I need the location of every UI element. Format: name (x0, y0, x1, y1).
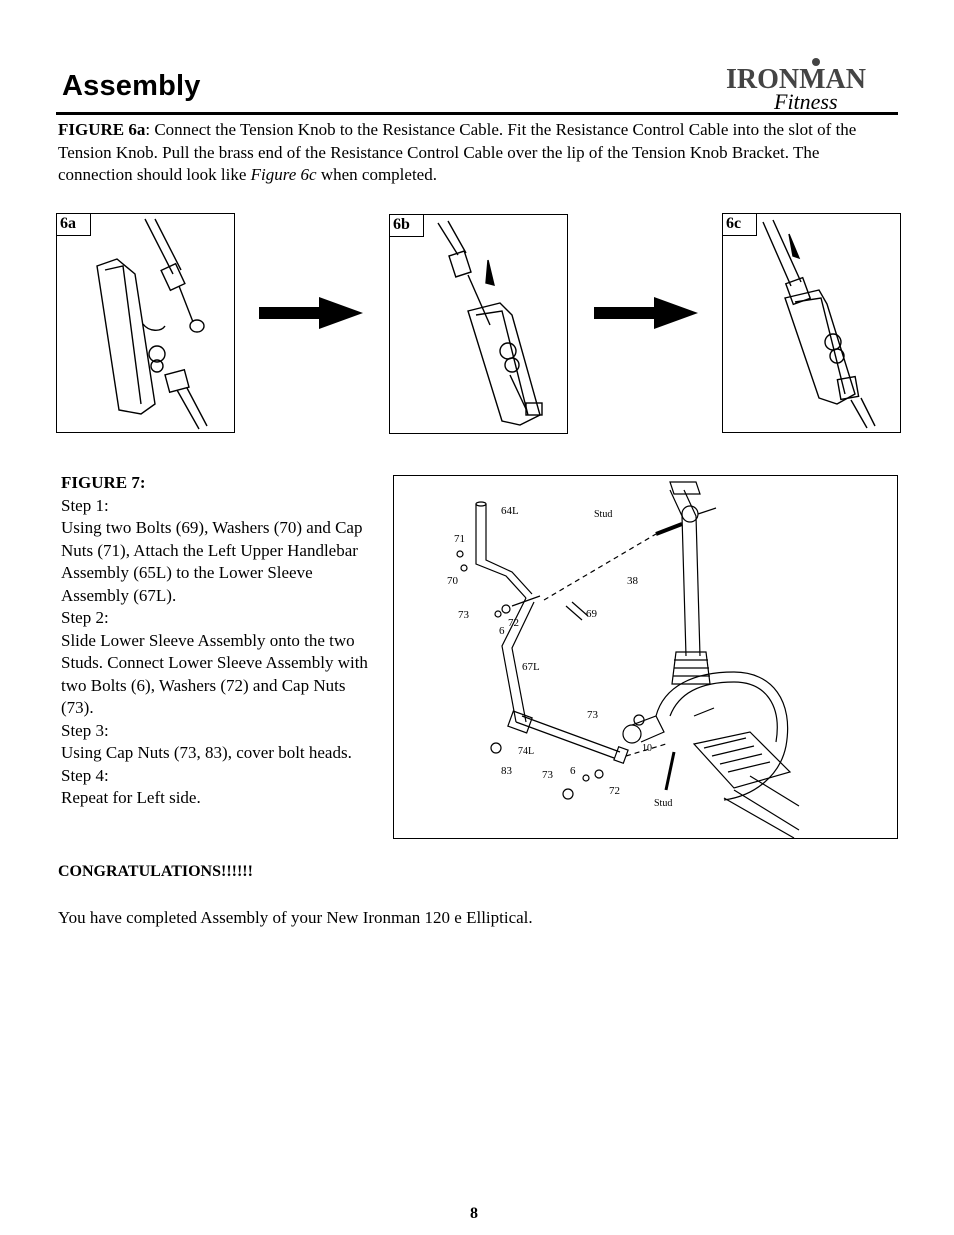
figure-6-instructions: FIGURE 6a: Connect the Tension Knob to t… (58, 119, 898, 187)
figure-7-steps: FIGURE 7: Step 1: Using two Bolts (69), … (61, 472, 381, 810)
callout-72-lower: 72 (609, 785, 620, 797)
completion-message: You have completed Assembly of your New … (58, 908, 533, 927)
callout-71: 71 (454, 533, 465, 545)
figure-6b-illustration (437, 220, 543, 426)
step-3-title: Step 3: (61, 720, 109, 740)
figure-6c-panel-label: 6c (723, 214, 757, 236)
callout-69: 69 (586, 608, 598, 620)
figure-6a-panel-label: 6a (57, 214, 91, 236)
step-4-title: Step 4: (61, 765, 109, 785)
ironman-fitness-logo: IRONMAN Fitness (726, 58, 866, 114)
callout-73-lower: 73 (542, 769, 554, 781)
callout-72-upper: 72 (508, 617, 519, 629)
callout-6-upper: 6 (499, 625, 505, 637)
callout-6-lower: 6 (570, 765, 576, 777)
callout-83: 83 (501, 765, 513, 777)
svg-text:Fitness: Fitness (773, 89, 838, 114)
intro-text-2: when completed. (316, 165, 437, 184)
step-3-text: Using Cap Nuts (73, 83), cover bolt head… (61, 743, 352, 762)
step-2-text: Slide Lower Sleeve Assembly onto the two… (61, 630, 368, 718)
arrow-right-icon (594, 297, 698, 329)
header-rule (56, 112, 898, 115)
figure-6a-illustration (96, 218, 208, 430)
figure-6b-panel-label: 6b (390, 215, 424, 237)
callout-73-upper: 73 (458, 609, 470, 621)
step-1-text: Using two Bolts (69), Washers (70) and C… (61, 518, 363, 605)
callout-10: 10 (642, 743, 652, 754)
callout-67L: 67L (522, 661, 540, 673)
step-2-title: Step 2: (61, 608, 109, 627)
figure-6b-panel: 6b (389, 214, 568, 434)
congratulations-heading: CONGRATULATIONS!!!!!! (58, 863, 253, 880)
figure-6c-reference: Figure 6c (250, 165, 317, 184)
step-1-title: Step 1: (61, 495, 109, 515)
figure-6c-panel: 6c (722, 213, 901, 433)
figure-6c-illustration (762, 219, 876, 429)
callout-38: 38 (627, 575, 639, 587)
intro-text-1: : Connect the Tension Knob to the Resist… (58, 120, 857, 184)
callout-stud-bottom: Stud (654, 798, 672, 809)
figure-6a-panel: 6a (56, 213, 235, 433)
figure-7-diagram: 64L Stud 71 70 38 73 69 6 72 67L 73 74L … (393, 475, 898, 839)
page-number: 8 (470, 1205, 478, 1222)
callout-stud-top: Stud (594, 509, 612, 520)
handlebar-assembly-illustration: 64L Stud 71 70 38 73 69 6 72 67L 73 74L … (447, 481, 800, 838)
arrow-right-icon (259, 297, 363, 329)
callout-64L: 64L (501, 505, 519, 517)
svg-text:IRONMAN: IRONMAN (726, 64, 866, 95)
page-title: Assembly (62, 70, 201, 102)
step-4-text: Repeat for Left side. (61, 788, 201, 807)
callout-74L: 74L (518, 746, 534, 757)
callout-73-middle: 73 (587, 709, 599, 721)
callout-70: 70 (447, 575, 459, 587)
figure-6a-label: FIGURE 6a (58, 120, 146, 139)
figure-7-heading: FIGURE 7: (61, 473, 146, 492)
